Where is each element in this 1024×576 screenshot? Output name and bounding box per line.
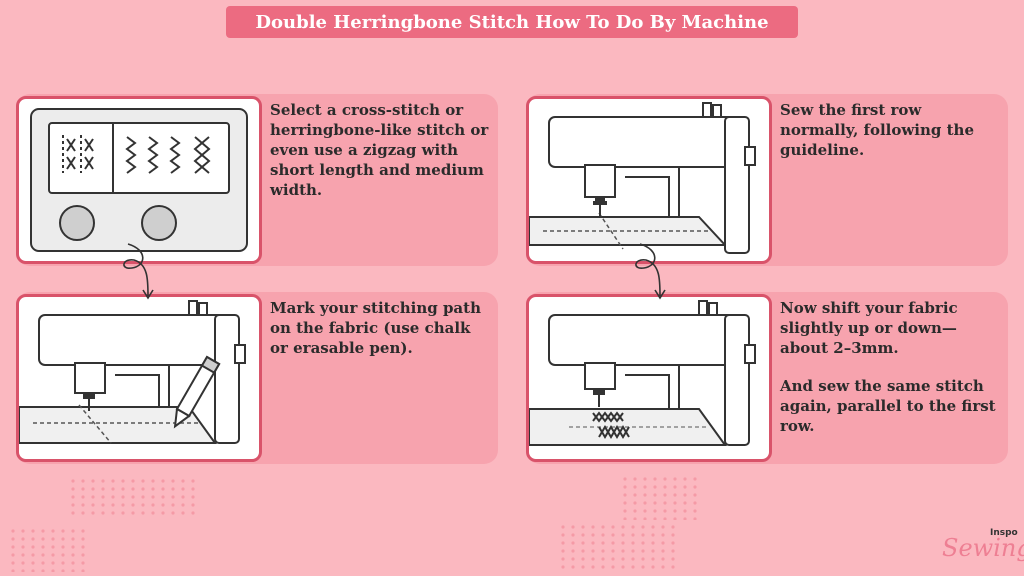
- step-3-text: Mark your stitching path on the fabric (…: [270, 298, 492, 358]
- step-1-illustration: [16, 96, 262, 264]
- dot-pattern-bottom-left: [10, 528, 90, 572]
- step-3-description: Mark your stitching path on the fabric (…: [270, 299, 481, 357]
- step-1-text: Select a cross-stitch or herringbone-lik…: [270, 100, 490, 200]
- step-4-description-1: Now shift your fabric slightly up or dow…: [780, 299, 958, 357]
- step-4-description-2: And sew the same stitch again, parallel …: [780, 377, 996, 435]
- dot-pattern-center: [560, 524, 680, 572]
- dot-pattern-right: [622, 476, 702, 520]
- curly-arrow-icon-left: [123, 243, 154, 300]
- sewing-inspo-logo: Sewing Inspo: [938, 528, 1024, 572]
- step-4-text: Now shift your fabric slightly up or dow…: [780, 298, 1002, 436]
- step-2-text: Sew the first row normally, following th…: [780, 100, 1000, 160]
- logo-text: Sewing: [942, 534, 1024, 562]
- page-title: Double Herringbone Stitch How To Do By M…: [226, 6, 798, 38]
- step-2-illustration: [526, 96, 772, 264]
- step-1-description: Select a cross-stitch or herringbone-lik…: [270, 101, 489, 199]
- step-4-illustration: [526, 294, 772, 462]
- step-3-illustration: [16, 294, 262, 462]
- curly-arrow-icon-right: [635, 243, 666, 300]
- step-2-description: Sew the first row normally, following th…: [780, 101, 974, 159]
- logo-superscript: Inspo: [990, 528, 1018, 538]
- dot-pattern-left: [70, 478, 200, 518]
